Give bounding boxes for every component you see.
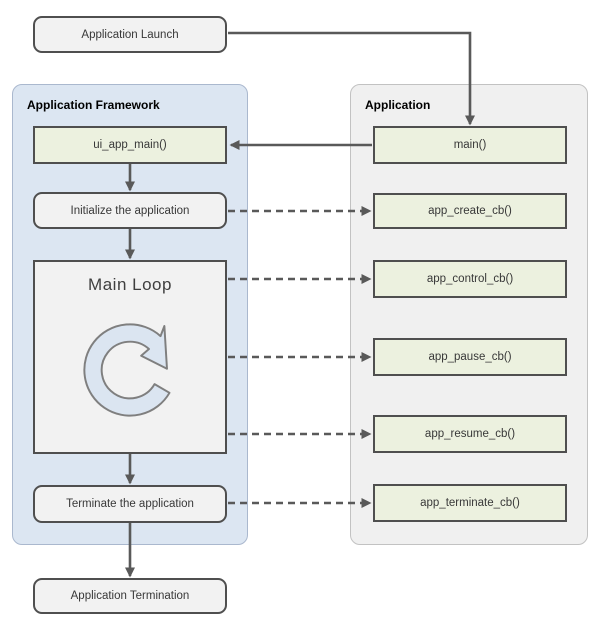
node-label: Application Launch	[81, 28, 179, 41]
node-application-launch: Application Launch	[33, 16, 227, 53]
node-label: main()	[453, 139, 487, 151]
framework-panel-title: Application Framework	[27, 98, 160, 112]
main-loop-label: Main Loop	[88, 275, 172, 294]
node-label: app_resume_cb()	[424, 428, 516, 440]
node-app-control-cb: app_control_cb()	[373, 260, 567, 298]
node-app-terminate-cb: app_terminate_cb()	[373, 484, 567, 522]
application-panel-title: Application	[365, 98, 431, 112]
node-label: ui_app_main()	[93, 139, 167, 151]
node-initialize-application: Initialize the application	[33, 192, 227, 229]
node-label: app_terminate_cb()	[420, 497, 520, 509]
node-label: app_create_cb()	[428, 205, 512, 217]
node-terminate-application: Terminate the application	[33, 485, 227, 523]
node-ui-app-main: ui_app_main()	[33, 126, 227, 164]
node-main: main()	[373, 126, 567, 164]
node-label: app_control_cb()	[426, 273, 514, 285]
node-application-termination: Application Termination	[33, 578, 227, 614]
loop-icon	[83, 323, 171, 417]
node-label: Application Termination	[70, 590, 190, 602]
node-label: app_pause_cb()	[428, 351, 512, 363]
node-app-pause-cb: app_pause_cb()	[373, 338, 567, 376]
node-app-resume-cb: app_resume_cb()	[373, 415, 567, 453]
node-main-loop: Main Loop	[33, 260, 227, 454]
node-app-create-cb: app_create_cb()	[373, 193, 567, 229]
node-label: Initialize the application	[70, 204, 190, 217]
node-label: Terminate the application	[66, 498, 194, 510]
